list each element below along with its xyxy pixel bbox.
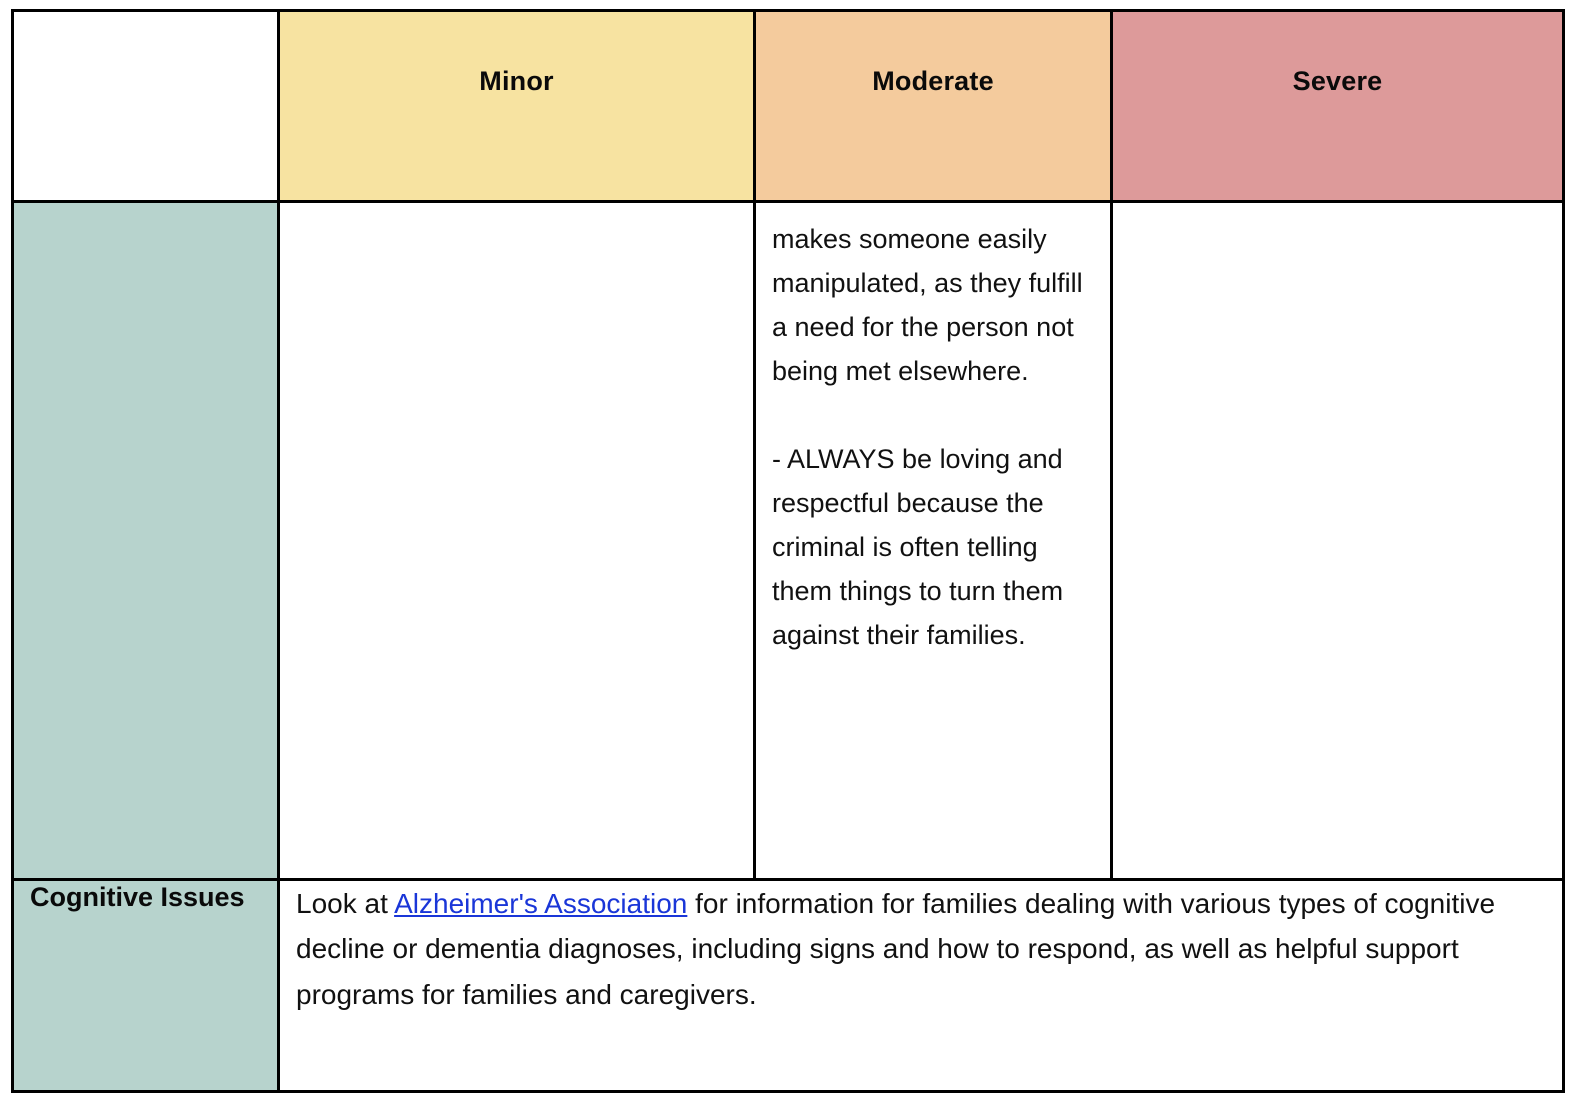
- column-header-severe: Severe: [1110, 9, 1565, 203]
- header-corner-blank: [11, 9, 280, 203]
- severity-matrix-table: Minor Moderate Severe: [11, 9, 1565, 1093]
- note-text-after-link: for information for families dealing wit…: [296, 888, 1496, 1010]
- column-header-moderate: Moderate: [753, 9, 1113, 203]
- cell-cognitive-issues-note: Look at Alzheimer's Association for info…: [277, 878, 1565, 1093]
- row-header-cell-blank: [11, 200, 280, 881]
- cell-moderate: makes someone easily manipulated, as the…: [753, 200, 1113, 881]
- row-header-cognitive-issues: Cognitive Issues: [11, 878, 280, 1093]
- cell-minor-content: [280, 203, 753, 231]
- column-header-minor: Minor: [277, 9, 756, 203]
- cell-minor: [277, 200, 756, 881]
- table-row: Cognitive Issues Look at Alzheimer's Ass…: [11, 878, 1565, 1093]
- table-row: makes someone easily manipulated, as the…: [11, 200, 1565, 881]
- cell-severe: [1110, 200, 1565, 881]
- row-header-cognitive-issues-label: Cognitive Issues: [30, 882, 245, 912]
- column-header-moderate-label: Moderate: [872, 66, 994, 96]
- cognitive-issues-paragraph: Look at Alzheimer's Association for info…: [280, 881, 1562, 1017]
- column-header-minor-label: Minor: [479, 66, 554, 96]
- cell-severe-content: [1113, 203, 1562, 231]
- note-text-before-link: Look at: [296, 888, 395, 919]
- alzheimers-association-link[interactable]: Alzheimer's Association: [394, 888, 688, 919]
- column-header-severe-label: Severe: [1292, 66, 1383, 96]
- cell-moderate-paragraph-2: - ALWAYS be loving and respectful becaus…: [772, 444, 1064, 650]
- table-grid: Minor Moderate Severe: [11, 9, 1565, 1093]
- table-header-row: Minor Moderate Severe: [11, 9, 1565, 203]
- cell-moderate-paragraph-1: makes someone easily manipulated, as the…: [772, 224, 1083, 386]
- cell-moderate-content: makes someone easily manipulated, as the…: [756, 203, 1110, 671]
